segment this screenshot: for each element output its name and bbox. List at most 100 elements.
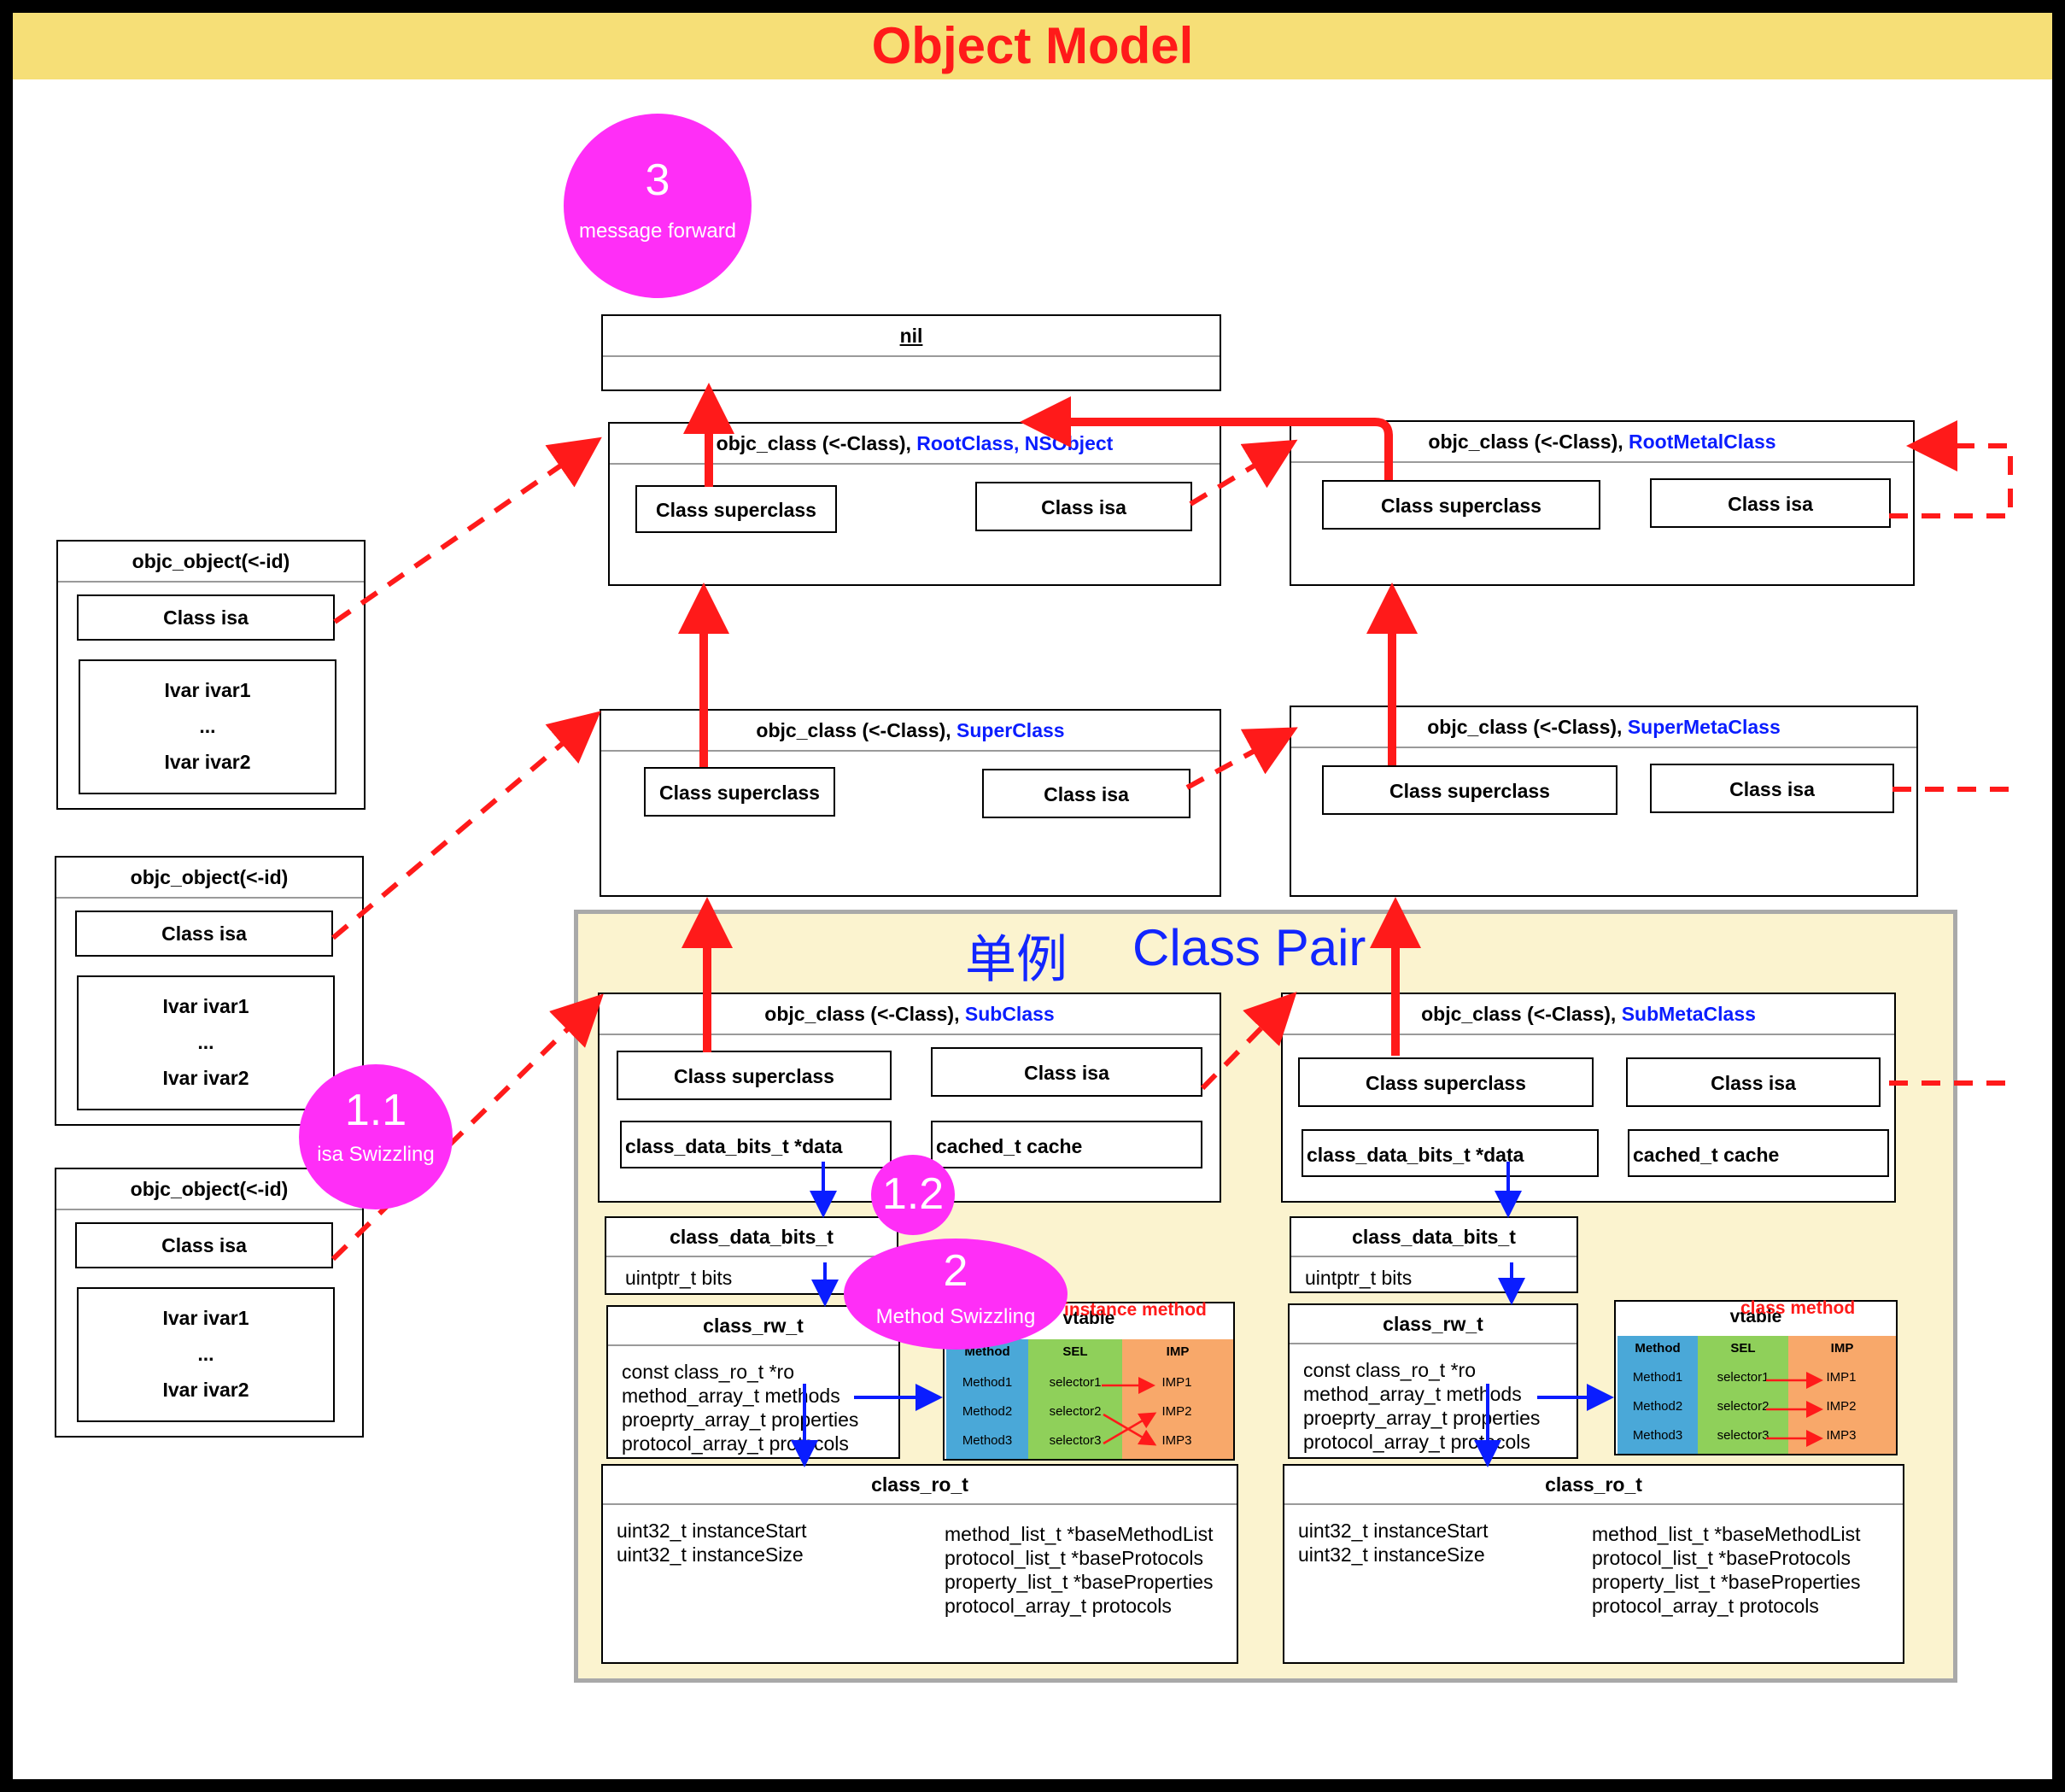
ro-right-3: property_list_t *baseProperties bbox=[945, 1571, 1214, 1593]
badge-message-forward: 3 message forward bbox=[564, 114, 752, 298]
ivar-ellipsis: ... bbox=[199, 715, 216, 737]
data-bits-field: uintptr_t bits bbox=[625, 1267, 733, 1289]
class-pair-en-label: Class Pair bbox=[1132, 919, 1366, 976]
root-meta-class-header: objc_class (<-Class), RootMetalClass bbox=[1291, 422, 1913, 463]
badge-number: 1.1 bbox=[344, 1086, 407, 1135]
ro-right-3: property_list_t *baseProperties bbox=[1592, 1571, 1861, 1593]
class-prefix: objc_class (<-Class), bbox=[756, 719, 951, 741]
sel-col bbox=[1028, 1339, 1122, 1459]
object-header: objc_object(<-id) bbox=[56, 1169, 362, 1210]
vtable-title: vtable bbox=[1062, 1309, 1115, 1328]
sub-meta-class-header: objc_class (<-Class), SubMetaClass bbox=[1283, 994, 1894, 1035]
sub-class-header: objc_class (<-Class), SubClass bbox=[600, 994, 1220, 1035]
rw-title: class_rw_t bbox=[1290, 1305, 1577, 1344]
sub-class-name: SubClass bbox=[964, 1003, 1055, 1025]
isa-arrows bbox=[331, 420, 2013, 1262]
ro-title: class_ro_t bbox=[603, 1466, 1237, 1505]
vt-sel-2: selector2 bbox=[1049, 1404, 1102, 1419]
object-ivars: Ivar ivar1 ... Ivar ivar2 bbox=[77, 975, 335, 1110]
super-isa-arrow bbox=[1185, 727, 1298, 790]
ivar-1: Ivar ivar1 bbox=[162, 995, 249, 1017]
vt-h-method: Method bbox=[1635, 1341, 1681, 1356]
ro-right-4: protocol_array_t protocols bbox=[945, 1595, 1172, 1617]
badge-number: 2 bbox=[943, 1246, 968, 1296]
badge-label: Method Swizzling bbox=[875, 1305, 1036, 1328]
method-col bbox=[1617, 1336, 1698, 1454]
object-isa-field: Class isa bbox=[75, 911, 333, 957]
vt-imp-1: IMP1 bbox=[1826, 1370, 1857, 1385]
class-pair-cn-label: 单例 bbox=[965, 931, 1068, 988]
rw-line-ro: const class_ro_t *ro bbox=[622, 1361, 794, 1383]
rootmeta-isa-arrow bbox=[1889, 420, 2013, 518]
vt-method-1: Method1 bbox=[962, 1375, 1013, 1390]
rw-line-methods: method_array_t methods bbox=[1303, 1383, 1522, 1405]
object2-isa-arrow bbox=[331, 711, 601, 940]
vt-sel-1: selector1 bbox=[1049, 1375, 1102, 1390]
title-bar: Object Model bbox=[13, 13, 2052, 79]
sub-data-field: class_data_bits_t *data bbox=[620, 1121, 892, 1168]
vt-method-1: Method1 bbox=[1632, 1370, 1683, 1385]
class-prefix: objc_class (<-Class), bbox=[1427, 716, 1623, 738]
super-meta-isa-field: Class isa bbox=[1650, 764, 1894, 813]
vtable-grid: Method SEL IMP Method1 Method2 Method3 s… bbox=[1617, 1336, 1896, 1454]
sub-isa-field: Class isa bbox=[931, 1047, 1202, 1097]
ro-right-1: method_list_t *baseMethodList bbox=[1592, 1523, 1861, 1545]
object-isa-field: Class isa bbox=[77, 594, 335, 641]
ro-box-right: class_ro_t uint32_t instanceStart uint32… bbox=[1283, 1464, 1904, 1664]
super-meta-superclass-field: Class superclass bbox=[1322, 765, 1617, 815]
super-meta-class-name: SuperMetaClass bbox=[1627, 716, 1781, 738]
ro-left-2: uint32_t instanceSize bbox=[1298, 1543, 1485, 1566]
ro-left-1: uint32_t instanceStart bbox=[1298, 1520, 1489, 1542]
vt-sel-1: selector1 bbox=[1717, 1370, 1770, 1385]
ivar-ellipsis: ... bbox=[197, 1343, 214, 1365]
rw-title: class_rw_t bbox=[608, 1307, 898, 1346]
sub-meta-class-name: SubMetaClass bbox=[1621, 1003, 1756, 1025]
vt-method-2: Method2 bbox=[1632, 1399, 1683, 1414]
ivar-2: Ivar ivar2 bbox=[162, 1379, 249, 1401]
root-class-header: objc_class (<-Class), RootClass, NSObjec… bbox=[610, 424, 1220, 465]
badge-label: message forward bbox=[578, 220, 737, 243]
vt-h-sel: SEL bbox=[1730, 1341, 1756, 1356]
vt-imp-2: IMP2 bbox=[1161, 1404, 1192, 1419]
sel-col bbox=[1698, 1336, 1788, 1454]
ivar-2: Ivar ivar2 bbox=[162, 1067, 249, 1089]
data-arrows bbox=[791, 1162, 1614, 1467]
root-isa-arrow bbox=[1189, 439, 1298, 507]
vt-imp-2: IMP2 bbox=[1826, 1399, 1857, 1414]
vt-h-imp: IMP bbox=[1830, 1341, 1854, 1356]
nil-label: nil bbox=[603, 316, 1220, 357]
object-ivars: Ivar ivar1 ... Ivar ivar2 bbox=[79, 659, 336, 794]
rw-box-right: class_rw_t const class_ro_t *ro method_a… bbox=[1288, 1303, 1578, 1459]
root-class-name: RootClass, NSObject bbox=[916, 432, 1114, 454]
vtable-grid: Method SEL IMP Method1 Method2 Method3 s… bbox=[946, 1339, 1233, 1459]
object3-isa-arrow bbox=[331, 993, 604, 1262]
badge-number: 1.2 bbox=[881, 1169, 945, 1219]
sub-meta-isa-field: Class isa bbox=[1626, 1057, 1881, 1107]
data-bits-title: class_data_bits_t bbox=[1291, 1218, 1577, 1257]
vt-method-3: Method3 bbox=[1632, 1428, 1683, 1443]
instance-map-3 bbox=[1103, 1412, 1157, 1445]
ro-left-1: uint32_t instanceStart bbox=[617, 1520, 807, 1542]
root-isa-field: Class isa bbox=[975, 482, 1192, 531]
sub-meta-class-box: objc_class (<-Class), SubMetaClass Class… bbox=[1281, 993, 1896, 1203]
ro-right-1: method_list_t *baseMethodList bbox=[945, 1523, 1214, 1545]
vt-sel-3: selector3 bbox=[1049, 1433, 1102, 1448]
ro-right-2: protocol_list_t *baseProtocols bbox=[1592, 1547, 1851, 1569]
class-method-label: class method bbox=[1740, 1298, 1856, 1318]
vtable-instance: vtable instance method Method SEL IMP Me… bbox=[943, 1300, 1235, 1461]
rw-box-left: class_rw_t const class_ro_t *ro method_a… bbox=[606, 1305, 900, 1459]
vt-h-sel: SEL bbox=[1062, 1344, 1088, 1359]
ro-right-4: protocol_array_t protocols bbox=[1592, 1595, 1819, 1617]
badge-label: isa Swizzling bbox=[317, 1143, 435, 1166]
vt-method-2: Method2 bbox=[962, 1404, 1013, 1419]
sub-isa-arrow bbox=[1200, 992, 1297, 1091]
ivar-1: Ivar ivar1 bbox=[162, 1307, 249, 1329]
ivar-2: Ivar ivar2 bbox=[164, 751, 251, 773]
badge-1-2: 1.2 bbox=[871, 1155, 955, 1235]
ro-title: class_ro_t bbox=[1284, 1466, 1903, 1505]
data-bits-title: class_data_bits_t bbox=[606, 1218, 897, 1257]
vt-imp-3: IMP3 bbox=[1826, 1428, 1857, 1443]
root-meta-class-box: objc_class (<-Class), RootMetalClass Cla… bbox=[1290, 420, 1915, 586]
